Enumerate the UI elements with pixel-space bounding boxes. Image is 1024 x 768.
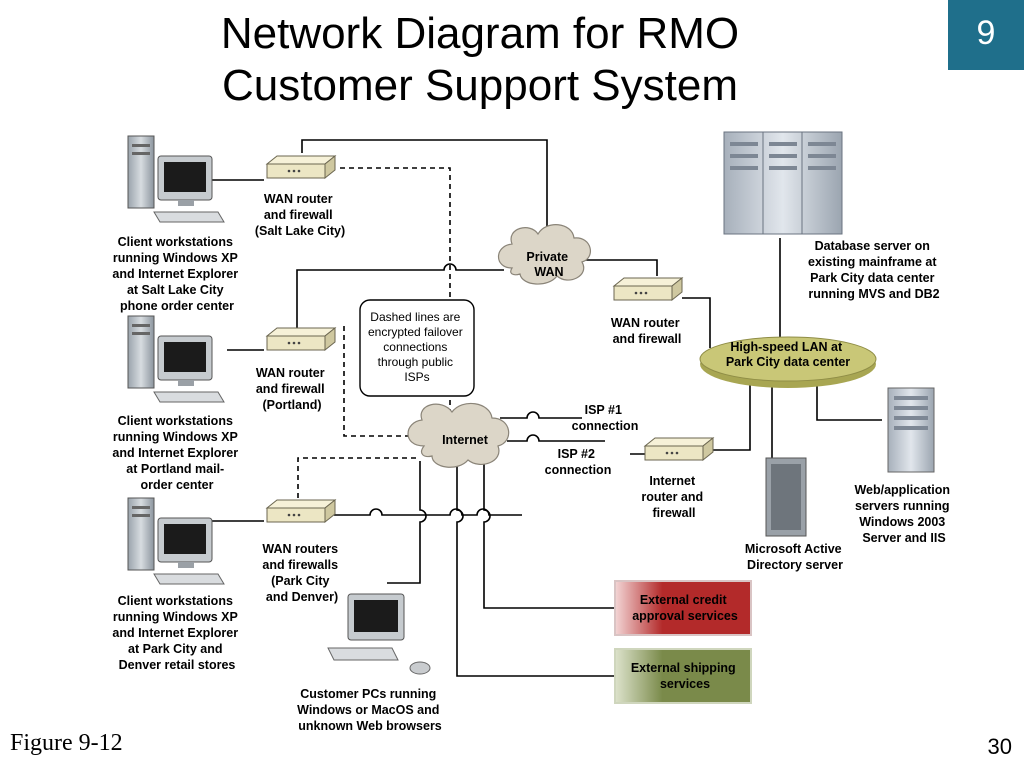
parkcity-router-icon xyxy=(613,277,683,301)
internet-router-label: Internet router and firewall xyxy=(641,474,706,520)
slide-title: Network Diagram for RMO Customer Support… xyxy=(100,8,860,112)
active-directory-server-icon xyxy=(765,457,807,537)
database-server-label: Database server on existing mainframe at… xyxy=(808,239,940,301)
slide-title-line-2: Customer Support System xyxy=(222,61,738,110)
chapter-badge: 9 xyxy=(948,0,1024,70)
external-shipping-box: External shipping services xyxy=(614,648,752,704)
page-number: 30 xyxy=(987,734,1012,759)
svg-text:External shipping servic: External shipping services xyxy=(631,661,739,691)
retail-router-icon xyxy=(266,499,336,523)
web-servers-label: Web/application servers running Windows … xyxy=(854,483,953,545)
figure-label: Figure 9-12 xyxy=(10,730,123,756)
isp2-label: ISP #2 connection xyxy=(545,447,612,477)
slc-router-label: WAN router and firewall (Salt Lake City) xyxy=(255,192,345,238)
dashed-lines-note: Dashed lines are encrypted failover conn… xyxy=(359,299,475,397)
customer-pc-icon xyxy=(327,593,431,675)
portland-router-label: WAN router and firewall (Portland) xyxy=(256,366,328,412)
retail-workstation-icon xyxy=(127,497,225,585)
customer-pcs-label: Customer PCs running Windows or MacOS an… xyxy=(297,687,443,733)
slide-title-line-1: Network Diagram for RMO xyxy=(220,9,740,58)
active-directory-label: Microsoft Active Directory server xyxy=(745,542,845,572)
lan-label: High-speed LAN at Park City data center xyxy=(726,340,850,369)
internet-label: Internet xyxy=(442,433,489,447)
slc-router-icon xyxy=(266,155,336,179)
svg-text:Dashed lines are encrypt: Dashed lines are encrypted failover conn… xyxy=(368,310,466,384)
web-application-server-icon xyxy=(887,387,935,473)
high-speed-lan: High-speed LAN at Park City data center xyxy=(699,336,877,388)
external-credit-box: External credit approval services xyxy=(614,580,752,636)
isp1-label: ISP #1 connection xyxy=(572,403,639,433)
dashed-connections xyxy=(297,167,451,498)
parkcity-router-label: WAN router and firewall xyxy=(611,316,683,346)
retail-workstations-label: Client workstations running Windows XP a… xyxy=(112,594,241,672)
internet-router-icon xyxy=(644,437,714,461)
private-wan-cloud: Private WAN xyxy=(497,224,591,285)
database-server-icon xyxy=(723,131,843,235)
network-diagram: Private WAN Internet High-speed LAN at P… xyxy=(102,128,955,738)
solid-connections xyxy=(212,139,882,677)
svg-text:External credit approval: External credit approval services xyxy=(632,593,738,623)
internet-cloud: Internet xyxy=(407,402,510,468)
private-wan-label: Private WAN xyxy=(526,250,571,279)
slc-workstation-icon xyxy=(127,135,225,223)
slc-workstations-label: Client workstations running Windows XP a… xyxy=(112,235,241,313)
portland-workstations-label: Client workstations running Windows XP a… xyxy=(112,414,241,492)
portland-workstation-icon xyxy=(127,315,225,403)
portland-router-icon xyxy=(266,327,336,351)
retail-router-label: WAN routers and firewalls (Park City and… xyxy=(262,542,341,604)
